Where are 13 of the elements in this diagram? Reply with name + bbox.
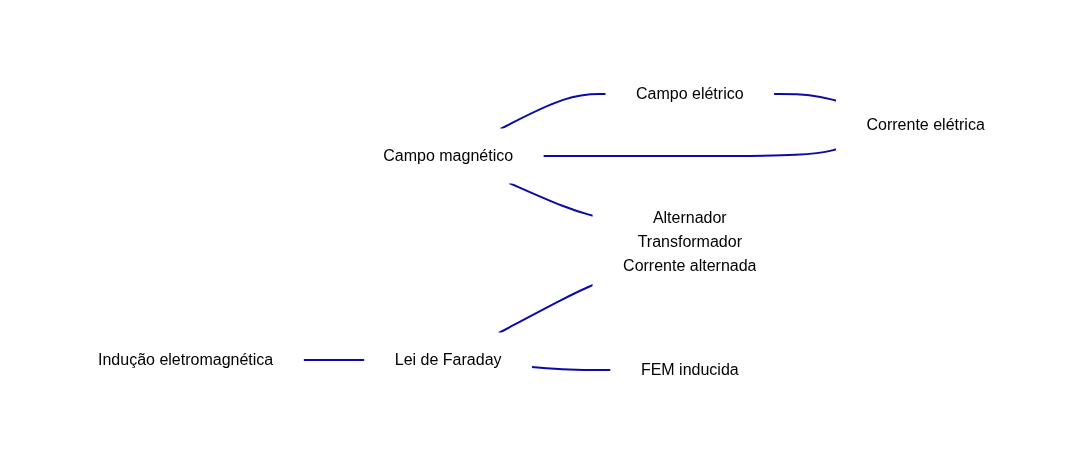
node-text: Campo elétrico: [635, 85, 744, 102]
connector: [530, 365, 612, 371]
node-text: FEM inducida: [640, 361, 739, 378]
node-text: Indução eletromagnética: [97, 351, 273, 368]
connector: [499, 93, 607, 130]
connector: [772, 93, 838, 102]
node-text: Campo magnético: [382, 147, 513, 164]
node-text: Alternador Transformador Corrente alternada: [622, 209, 757, 274]
node-text: Corrente elétrica: [866, 116, 985, 133]
connector: [541, 148, 838, 157]
connector: [497, 283, 594, 334]
node-text: Lei de Faraday: [394, 351, 502, 368]
connector: [301, 359, 366, 361]
